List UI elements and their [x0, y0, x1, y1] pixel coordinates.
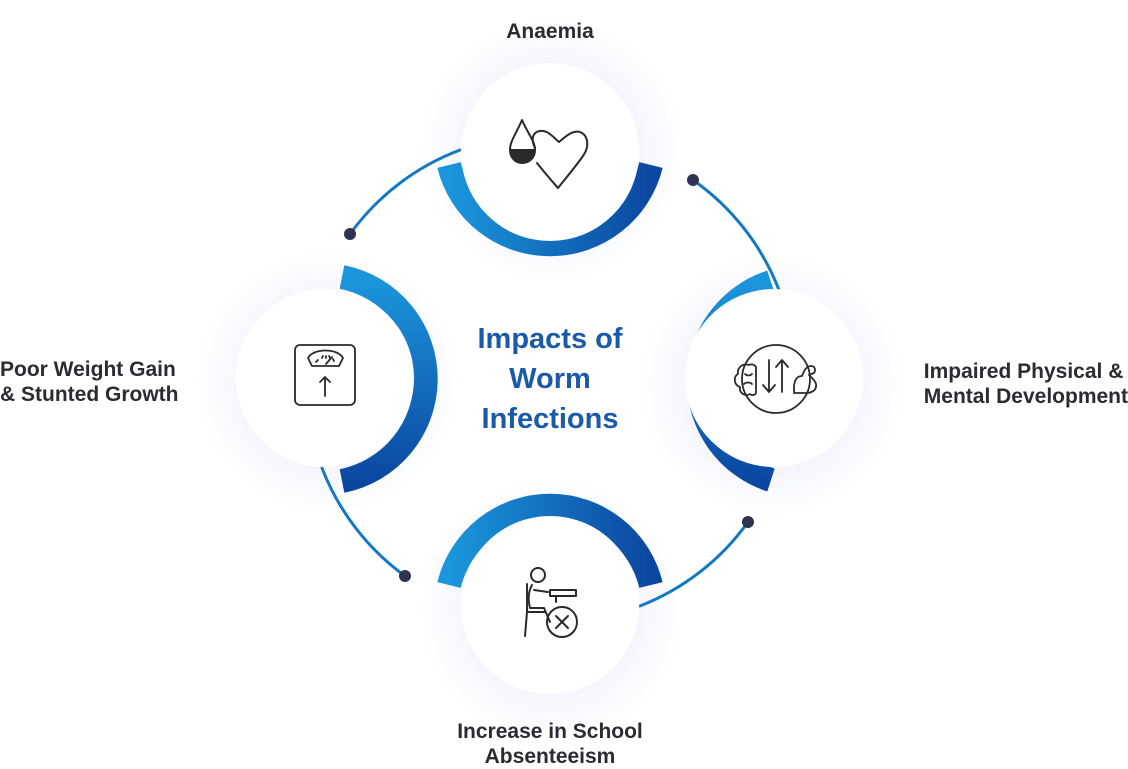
- diagram-title: Impacts of Worm Infections: [430, 319, 670, 439]
- connector-dot: [399, 570, 411, 582]
- arc-top: [437, 161, 663, 257]
- label-school-absenteeism-line-2: Absenteeism: [484, 745, 616, 768]
- node-circle-right: [685, 289, 863, 467]
- blood-drop-heart-icon: [509, 119, 589, 189]
- brain-arrows-muscle-icon: [733, 344, 818, 414]
- label-school-absenteeism-line-1: Increase in School: [457, 720, 643, 743]
- label-poor-weight-gain-line-1: Poor Weight Gain: [0, 358, 176, 381]
- connector-dot: [344, 228, 356, 240]
- connector-dots: [344, 174, 754, 582]
- arc-left: [339, 265, 438, 493]
- label-impaired-development: Impaired Physical & Mental Development: [924, 359, 1128, 409]
- label-anaemia-line-1: Anaemia: [506, 20, 594, 43]
- diagram-title-line-3: Infections: [481, 403, 619, 435]
- connector-dot: [742, 516, 754, 528]
- label-impaired-development-line-1: Impaired Physical &: [923, 360, 1124, 383]
- label-poor-weight-gain: Poor Weight Gain & Stunted Growth: [0, 357, 178, 407]
- connector-dot: [687, 174, 699, 186]
- label-poor-weight-gain-line-2: & Stunted Growth: [0, 383, 179, 406]
- absent-student-desk-icon: [524, 567, 578, 638]
- label-anaemia: Anaemia: [450, 19, 650, 44]
- node-circle-bottom: [461, 516, 639, 694]
- weighing-scale-icon: [294, 344, 356, 406]
- diagram-title-line-2: Worm: [509, 363, 591, 395]
- diagram-title-line-1: Impacts of: [477, 323, 623, 355]
- arc-bottom: [437, 493, 663, 589]
- label-impaired-development-line-2: Mental Development: [923, 385, 1128, 408]
- label-school-absenteeism: Increase in School Absenteeism: [400, 719, 700, 769]
- node-circle-top: [461, 63, 639, 241]
